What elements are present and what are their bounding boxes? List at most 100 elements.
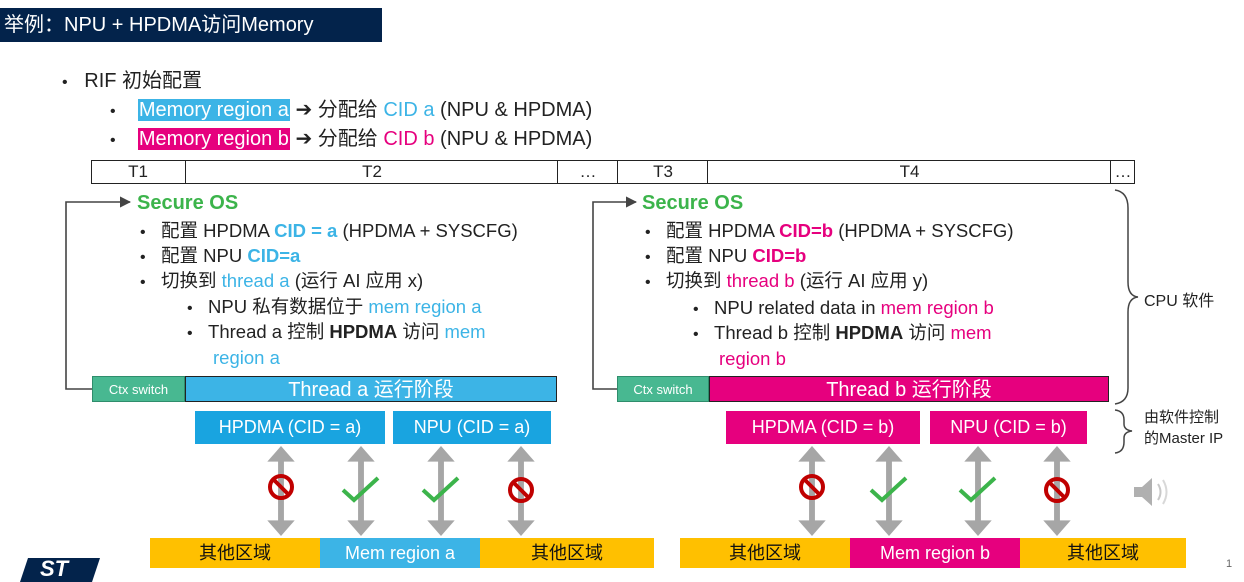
ctx-switch-b: Ctx switch xyxy=(617,376,709,402)
panel-b-heading-text: Secure OS xyxy=(642,192,744,214)
panel-b-sub2-cont: region b xyxy=(719,348,786,369)
memory-region-a-label: Memory region a xyxy=(137,99,290,121)
panel-a-heading-text: Secure OS xyxy=(137,192,239,214)
panel-b-line3-post: (运行 AI 应用 y) xyxy=(794,270,929,291)
panel-a-sub1-pre: NPU 私有数据位于 xyxy=(208,296,369,317)
panel-b-line1-key: CID=b xyxy=(779,220,834,241)
panel-a-line2: • 配置 NPU CID=a xyxy=(140,245,301,266)
rif-item-a-rest: (NPU & HPDMA) xyxy=(440,99,593,121)
check-icon xyxy=(869,476,908,503)
timeline-cell-gap-1: … xyxy=(557,161,618,183)
timeline-cell-t3: T3 xyxy=(617,161,708,183)
panel-a-line2-key: CID=a xyxy=(247,245,301,266)
panel-a-sub2-bold: HPDMA xyxy=(329,321,398,342)
panel-a-sub1: • NPU 私有数据位于 mem region a xyxy=(187,296,482,317)
panel-b-sub2-pre: Thread b 控制 xyxy=(714,322,836,343)
timeline-cell-t4: T4 xyxy=(707,161,1111,183)
panel-a-sub2-cont: region a xyxy=(213,347,280,368)
panel-b-line2: • 配置 NPU CID=b xyxy=(645,245,807,266)
panel-a-sub2-pre: Thread a 控制 xyxy=(208,321,330,342)
panel-a-line2-pre: 配置 NPU xyxy=(161,245,248,266)
region-mem-a: Mem region a xyxy=(320,538,480,568)
arrow-right-icon: ➔ xyxy=(295,128,313,150)
panel-b-sub1-key: mem region b xyxy=(880,297,994,318)
st-logo xyxy=(20,558,100,582)
panel-b-sub2-bold: HPDMA xyxy=(835,322,904,343)
npu-chip-a: NPU (CID = a) xyxy=(393,411,551,444)
check-icon xyxy=(421,476,460,503)
panel-a-line3-post: (运行 AI 应用 x) xyxy=(289,270,424,291)
panel-b-line3-pre: 切换到 xyxy=(666,270,727,291)
st-logo-text: ST xyxy=(40,556,69,581)
no-entry-icon xyxy=(799,474,825,500)
panel-a-sub2-mid: 访问 xyxy=(397,321,445,342)
rif-item-b: • Memory region b ➔ 分配给 CID b (NPU & HPD… xyxy=(110,128,593,150)
cpu-software-label: CPU 软件 xyxy=(1144,293,1215,310)
master-label-line1: 由软件控制 xyxy=(1144,409,1220,426)
timeline-cell-t1: T1 xyxy=(128,162,148,181)
panel-b-line3: • 切换到 thread b (运行 AI 应用 y) xyxy=(645,270,929,291)
panel-a-sub2: • Thread a 控制 HPDMA 访问 mem xyxy=(187,321,486,342)
region-other-a1: 其他区域 xyxy=(150,538,320,568)
no-entry-icon xyxy=(1044,477,1070,503)
region-mem-b: Mem region b xyxy=(850,538,1020,568)
panel-b-sub2-mid: 访问 xyxy=(903,322,951,343)
panel-b-heading: Secure OS xyxy=(642,192,743,215)
rif-item-a-text: 分配给 xyxy=(317,99,378,121)
rif-item-b-cid: CID b xyxy=(383,128,435,150)
thread-a-phase: Thread a 运行阶段 xyxy=(185,376,557,402)
panel-b-sub2: • Thread b 控制 HPDMA 访问 mem xyxy=(693,322,992,343)
panel-a-line1: • 配置 HPDMA CID = a (HPDMA + SYSCFG) xyxy=(140,220,518,241)
rif-heading: • RIF 初始配置 xyxy=(62,70,203,92)
hpdma-chip-a: HPDMA (CID = a) xyxy=(195,411,385,444)
master-label-line2: 的Master IP xyxy=(1144,430,1224,447)
panel-b-line1: • 配置 HPDMA CID=b (HPDMA + SYSCFG) xyxy=(645,220,1014,241)
memory-region-b-label: Memory region b xyxy=(137,128,290,150)
check-icon xyxy=(958,476,997,503)
page-number: 1 xyxy=(1226,558,1233,570)
panel-a-sub2-key1: mem xyxy=(444,321,486,342)
loop-arrow-a xyxy=(65,196,132,390)
npu-chip-b: NPU (CID = b) xyxy=(930,411,1087,444)
panel-b-line1-pre: 配置 HPDMA xyxy=(666,220,780,241)
rif-heading-text: RIF 初始配置 xyxy=(84,70,203,92)
no-entry-icon xyxy=(508,477,534,503)
panel-b-sub1-pre: NPU related data in xyxy=(714,297,881,318)
panel-b-sub1: • NPU related data in mem region b xyxy=(693,297,994,318)
panel-a-line3: • 切换到 thread a (运行 AI 应用 x) xyxy=(140,270,424,291)
brace-master xyxy=(1114,409,1133,454)
rif-item-a-cid: CID a xyxy=(383,99,435,121)
region-other-a2: 其他区域 xyxy=(480,538,654,568)
panel-b-line2-pre: 配置 NPU xyxy=(666,245,753,266)
hpdma-chip-b: HPDMA (CID = b) xyxy=(726,411,920,444)
arrow-group-b xyxy=(798,446,1071,536)
timeline-cell-t2: T2 xyxy=(185,161,558,183)
ctx-switch-a: Ctx switch xyxy=(92,376,185,402)
panel-b-line1-post: (HPDMA + SYSCFG) xyxy=(833,220,1014,241)
panel-b-sub2-key1: mem xyxy=(950,322,992,343)
speaker-icon xyxy=(1134,478,1168,506)
panel-a-line1-key: CID = a xyxy=(274,220,338,241)
panel-a-sub1-key: mem region a xyxy=(368,296,482,317)
rif-item-b-text: 分配给 xyxy=(317,128,378,150)
panel-a-line3-key: thread a xyxy=(221,270,290,291)
panel-b-line3-key: thread b xyxy=(726,270,795,291)
region-other-b1: 其他区域 xyxy=(680,538,850,568)
panel-a-line1-pre: 配置 HPDMA xyxy=(161,220,275,241)
thread-b-phase: Thread b 运行阶段 xyxy=(709,376,1109,402)
panel-a-line3-pre: 切换到 xyxy=(161,270,222,291)
panel-a-line1-post: (HPDMA + SYSCFG) xyxy=(337,220,518,241)
brace-cpu xyxy=(1114,189,1139,405)
rif-item-b-rest: (NPU & HPDMA) xyxy=(440,128,593,150)
region-other-b2: 其他区域 xyxy=(1020,538,1186,568)
panel-b-line2-key: CID=b xyxy=(752,245,807,266)
timeline: T1 T2 … T3 T4 … xyxy=(91,160,1135,184)
check-icon xyxy=(341,476,380,503)
rif-item-a: • Memory region a ➔ 分配给 CID a (NPU & HPD… xyxy=(110,99,593,121)
timeline-cell-gap-2: … xyxy=(1110,161,1135,183)
loop-arrow-b xyxy=(592,196,638,390)
arrow-right-icon: ➔ xyxy=(295,99,313,121)
page-title: 举例：NPU + HPDMA访问Memory xyxy=(0,8,382,42)
arrow-group-a xyxy=(267,446,535,536)
